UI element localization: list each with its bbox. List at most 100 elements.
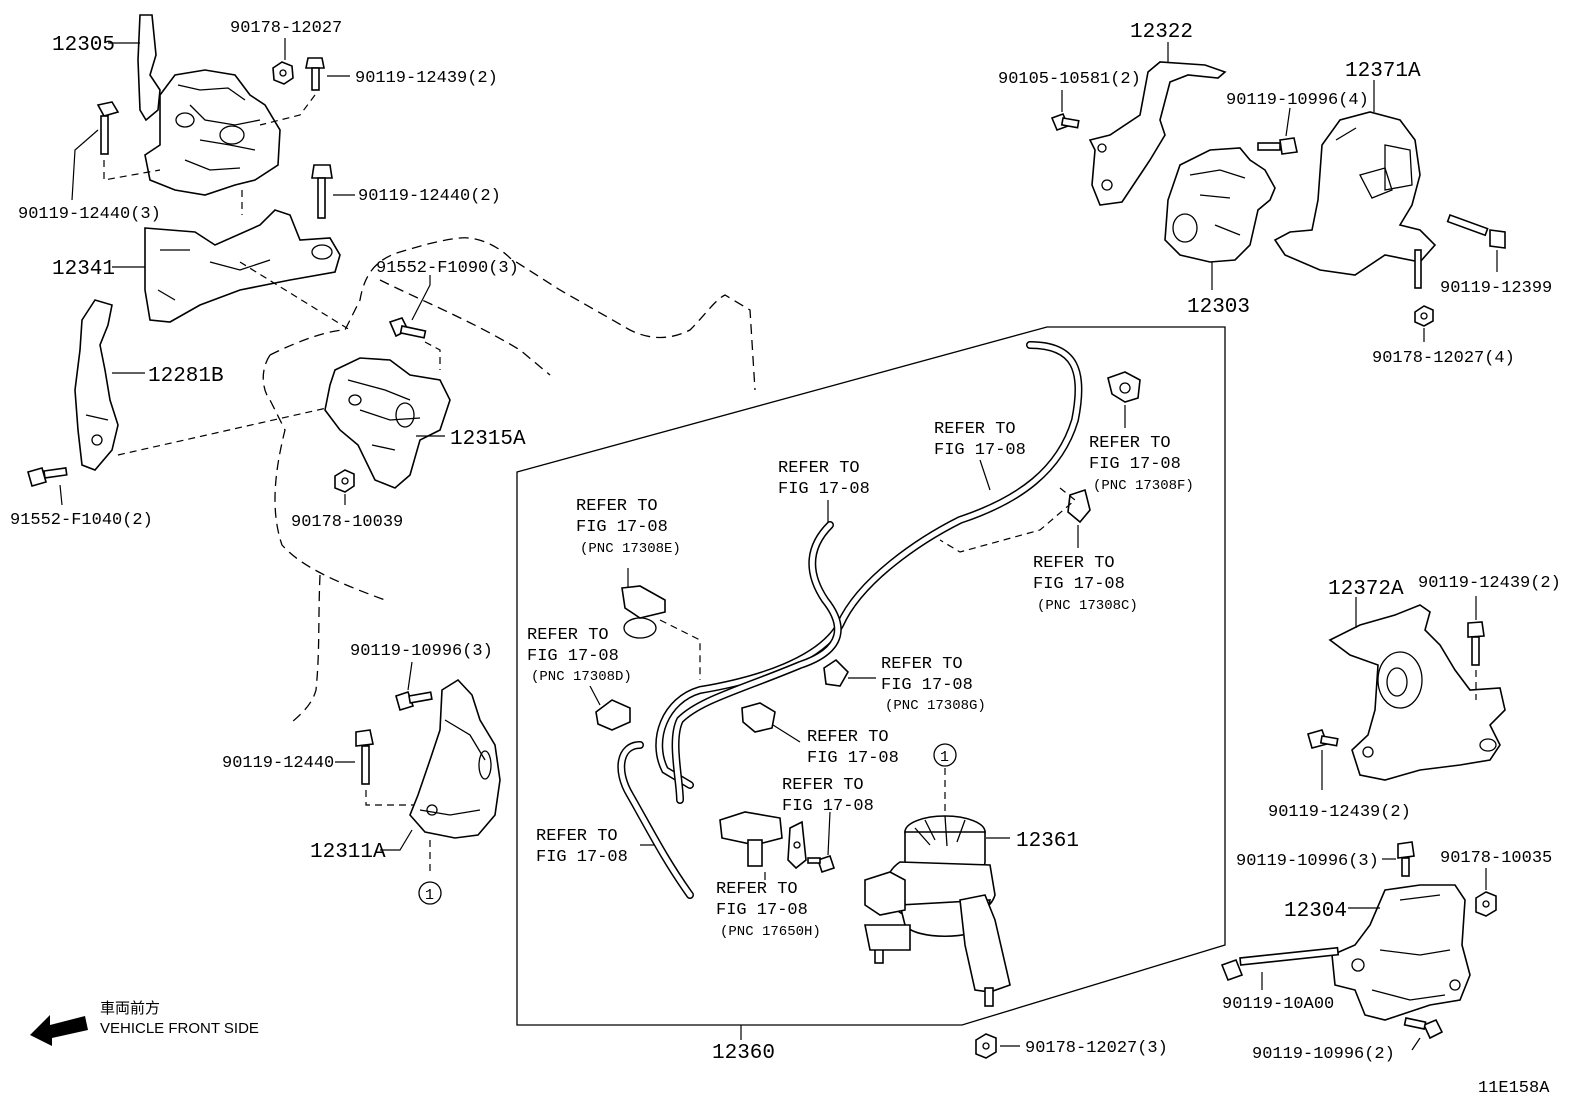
bolt-91552-F1040 (27, 467, 68, 487)
bolt-91552-F1090 (388, 317, 427, 339)
bolt-90119-12440 (355, 729, 374, 785)
label-12305: 12305 (52, 34, 115, 57)
label-90119-12439-2-right-top: 90119-12439(2) (1418, 574, 1561, 593)
label-12281B: 12281B (148, 365, 224, 388)
svg-text:REFER TO: REFER TO (807, 728, 889, 747)
nut-90178-12027-3 (975, 1033, 997, 1059)
label-90119-10996-2: 90119-10996(2) (1252, 1045, 1395, 1064)
screw-small (807, 854, 836, 874)
front-direction-arrow-icon (30, 1015, 88, 1046)
bolt-90119-10996-2 (1403, 1017, 1444, 1040)
svg-text:(PNC 17308E): (PNC 17308E) (580, 541, 681, 557)
svg-text:REFER TO: REFER TO (881, 655, 963, 674)
refer-note-hose-top: REFER TO FIG 17-08 (778, 459, 870, 499)
refer-note-hose-left: REFER TO FIG 17-08 (536, 827, 628, 867)
svg-text:REFER TO: REFER TO (536, 827, 618, 846)
label-12315A: 12315A (450, 428, 526, 451)
refer-note-17308F: REFER TO FIG 17-08 (PNC 17308F) (1089, 434, 1194, 494)
direction-label-english: VEHICLE FRONT SIDE (100, 1020, 259, 1037)
svg-text:(PNC 17308D): (PNC 17308D) (531, 669, 632, 685)
bolt-90119-12399 (1446, 213, 1506, 249)
part-12371A-mount (1273, 111, 1437, 276)
svg-text:FIG 17-08: FIG 17-08 (536, 848, 628, 867)
svg-text:REFER TO: REFER TO (782, 776, 864, 795)
label-90178-10039: 90178-10039 (291, 513, 403, 532)
part-12315A-bracket (324, 357, 451, 489)
bolt-90105-10581 (1050, 112, 1080, 132)
label-12372A: 12372A (1328, 578, 1404, 601)
svg-text:FIG 17-08: FIG 17-08 (716, 901, 808, 920)
hose-clip-17308D (595, 699, 631, 731)
label-90119-10996-4: 90119-10996(4) (1226, 91, 1369, 110)
refer-note-bracket: REFER TO FIG 17-08 (782, 776, 874, 816)
label-12371A: 12371A (1345, 60, 1421, 83)
label-90119-10996-3-right: 90119-10996(3) (1236, 852, 1379, 871)
part-12322-bracket (1088, 61, 1227, 206)
svg-text:1: 1 (425, 887, 434, 904)
svg-text:(PNC 17308G): (PNC 17308G) (885, 698, 986, 714)
svg-text:FIG 17-08: FIG 17-08 (881, 676, 973, 695)
nut-90178-12027 (272, 61, 294, 85)
label-12341: 12341 (52, 258, 115, 281)
svg-text:FIG 17-08: FIG 17-08 (778, 480, 870, 499)
svg-text:REFER TO: REFER TO (1089, 434, 1171, 453)
bolt-90119-12439-right-top (1467, 621, 1485, 666)
label-12311A: 12311A (310, 841, 386, 864)
svg-text:(PNC 17650H): (PNC 17650H) (720, 924, 821, 940)
vacuum-hoses (617, 341, 1083, 899)
refer-note-clip: REFER TO FIG 17-08 (807, 728, 899, 768)
vsv-valve-17650H (719, 811, 783, 867)
part-12341-bracket (144, 209, 341, 323)
callout-circle-icon: 1 (418, 881, 442, 905)
label-90119-12440: 90119-12440 (222, 754, 334, 773)
direction-label-japanese: 車両前方 (100, 1000, 160, 1017)
assembly-frame-12360 (516, 326, 1226, 1026)
svg-text:REFER TO: REFER TO (934, 420, 1016, 439)
label-12304: 12304 (1284, 900, 1347, 923)
bolt-90119-12440-3 (96, 101, 120, 155)
label-90119-12439-2-right-bottom: 90119-12439(2) (1268, 803, 1411, 822)
figure-code: 11E158A (1478, 1079, 1550, 1098)
svg-text:REFER TO: REFER TO (1033, 554, 1115, 573)
nut-90178-10039 (334, 469, 355, 493)
engine-outline-dashed (262, 237, 756, 723)
part-12361-engine-mount (864, 815, 1011, 1007)
bolt-90119-10996-4 (1257, 137, 1298, 155)
bolt-90119-10A00 (1220, 946, 1340, 982)
label-90178-10035: 90178-10035 (1440, 849, 1552, 868)
label-12303: 12303 (1187, 296, 1250, 319)
bolt-90119-10996-3-right (1397, 841, 1415, 877)
label-90119-12439-2-top: 90119-12439(2) (355, 69, 498, 88)
label-90119-10A00: 90119-10A00 (1222, 995, 1334, 1014)
svg-text:FIG 17-08: FIG 17-08 (807, 749, 899, 768)
label-90119-12399: 90119-12399 (1440, 279, 1552, 298)
hose-clip-17308G (823, 658, 849, 687)
svg-text:(PNC 17308F): (PNC 17308F) (1093, 478, 1194, 494)
svg-text:FIG 17-08: FIG 17-08 (527, 647, 619, 666)
callout-circle-icon-mount: 1 (933, 743, 957, 767)
label-90178-12027: 90178-12027 (230, 19, 342, 38)
part-12311A-bracket (409, 678, 501, 839)
bolt-90119-12439-top (305, 57, 325, 91)
svg-text:REFER TO: REFER TO (576, 497, 658, 516)
part-12303-mount (1164, 147, 1276, 263)
refer-note-17650H: REFER TO FIG 17-08 (PNC 17650H) (716, 880, 821, 940)
bolt-90119-12440-2 (311, 164, 333, 219)
hose-clip-17308E (621, 585, 666, 639)
part-12305-mount-bracket (137, 14, 281, 196)
hose-clip-generic (741, 702, 776, 733)
svg-text:FIG 17-08: FIG 17-08 (1089, 455, 1181, 474)
refer-note-hose-right: REFER TO FIG 17-08 (934, 420, 1026, 460)
label-12322: 12322 (1130, 21, 1193, 44)
part-12304-bracket (1331, 884, 1471, 1021)
svg-text:1: 1 (940, 749, 949, 766)
bracket-plate (787, 820, 807, 870)
label-90119-12440-2: 90119-12440(2) (358, 187, 501, 206)
label-90178-12027-3: 90178-12027(3) (1025, 1039, 1168, 1058)
refer-note-17308D: REFER TO FIG 17-08 (PNC 17308D) (527, 626, 632, 685)
nut-90178-12027-4 (1414, 305, 1434, 327)
svg-text:FIG 17-08: FIG 17-08 (934, 441, 1026, 460)
svg-text:FIG 17-08: FIG 17-08 (782, 797, 874, 816)
part-12372A-mount (1328, 604, 1506, 781)
